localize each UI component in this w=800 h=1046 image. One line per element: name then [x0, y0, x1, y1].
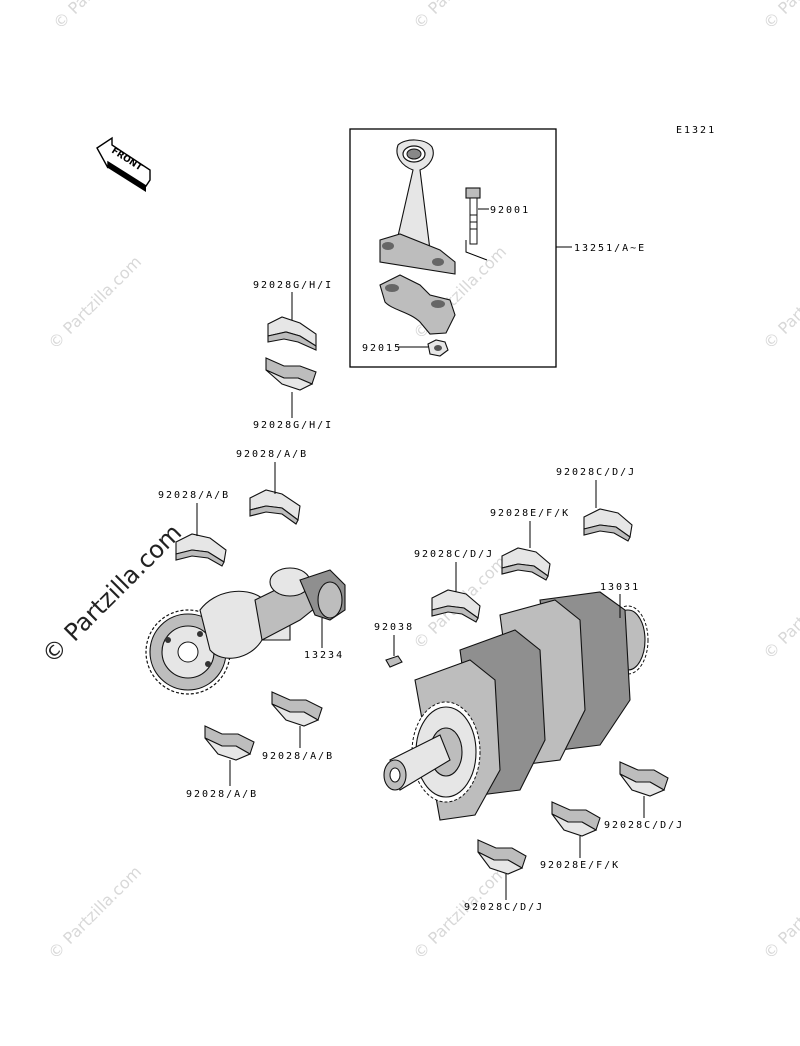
bearing-shell — [204, 725, 255, 761]
watermark: © Partzilla.com — [759, 252, 800, 353]
bearing-shell — [619, 761, 669, 797]
connecting-rod-cap — [379, 274, 456, 335]
part-label-92028GHI-top[interactable]: 92028G/H/I — [253, 280, 333, 291]
part-label-92028AB-4[interactable]: 92028/A/B — [186, 789, 258, 800]
conrod-bolt — [465, 187, 481, 245]
bearing-shell — [265, 357, 317, 391]
part-label-13234[interactable]: 13234 — [304, 650, 344, 661]
watermark: © Partzilla.com — [409, 0, 510, 33]
part-label-92028GHI-bottom[interactable]: 92028G/H/I — [253, 420, 333, 431]
bearing-shell — [175, 533, 227, 567]
part-label-92028EFK-2[interactable]: 92028E/F/K — [540, 860, 620, 871]
bearing-shell — [249, 489, 301, 525]
crankshaft — [383, 591, 649, 821]
watermark: © Partzilla.com — [49, 0, 150, 33]
part-label-92028AB-1[interactable]: 92028/A/B — [236, 449, 308, 460]
bearing-shell — [271, 691, 323, 727]
watermark: © Partzilla.com — [44, 862, 145, 963]
bearing-shell — [501, 547, 551, 581]
woodruff-key — [385, 655, 403, 668]
front-arrow-icon: FRONT — [96, 136, 151, 192]
part-label-92038[interactable]: 92038 — [374, 622, 414, 633]
part-label-13251[interactable]: 13251/A~E — [574, 243, 646, 254]
watermark: © Partzilla.com — [44, 252, 145, 353]
part-label-13031[interactable]: 13031 — [600, 582, 640, 593]
watermark: © Partzilla.com — [759, 862, 800, 963]
part-label-92028CDJ-3[interactable]: 92028C/D/J — [604, 820, 684, 831]
part-label-92028EFK-1[interactable]: 92028E/F/K — [490, 508, 570, 519]
bearing-shell — [477, 839, 527, 875]
part-label-92015[interactable]: 92015 — [362, 343, 402, 354]
part-label-92028AB-2[interactable]: 92028/A/B — [158, 490, 230, 501]
bearing-shell — [267, 316, 317, 351]
bearing-shell — [583, 508, 633, 542]
part-label-92001[interactable]: 92001 — [490, 205, 530, 216]
part-label-92028CDJ-4[interactable]: 92028C/D/J — [464, 902, 544, 913]
part-label-92028AB-3[interactable]: 92028/A/B — [262, 751, 334, 762]
bearing-shell — [551, 801, 601, 837]
bearing-shell — [431, 589, 481, 623]
balancer-shaft — [145, 567, 346, 695]
diagram-code: E1321 — [676, 125, 716, 136]
part-label-92028CDJ-2[interactable]: 92028C/D/J — [414, 549, 494, 560]
watermark: © Partzilla.com — [759, 562, 800, 663]
watermark: © Partzilla.com — [759, 0, 800, 33]
conrod-assembly-box — [349, 128, 557, 368]
connecting-rod — [379, 139, 456, 275]
part-label-92028CDJ-1[interactable]: 92028C/D/J — [556, 467, 636, 478]
conrod-nut — [427, 339, 449, 357]
